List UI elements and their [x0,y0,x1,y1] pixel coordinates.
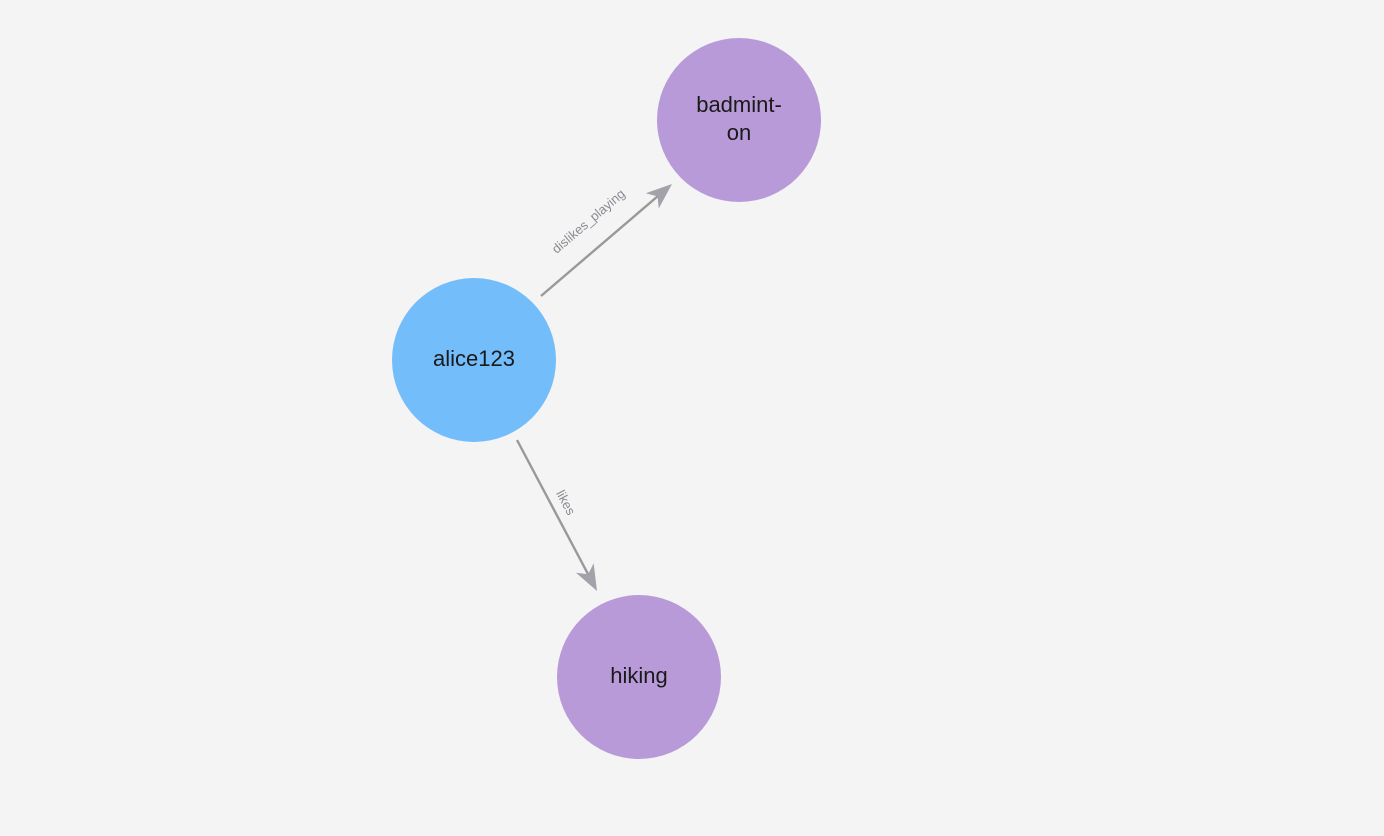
nodes-layer: alice123 badmint-on hiking [392,38,821,759]
edge-arrowhead-icon [645,184,672,209]
node-circle[interactable] [557,595,721,759]
graph-edge[interactable]: dislikes_playing [540,184,672,297]
edge-line [515,439,591,578]
edge-arrowhead-icon [575,563,597,591]
graph-node-badminton[interactable]: badmint-on [657,38,821,202]
edge-line [540,193,661,297]
edge-label: dislikes_playing [549,186,628,257]
graph-node-hiking[interactable]: hiking [557,595,721,759]
node-circle[interactable] [392,278,556,442]
node-circle[interactable] [657,38,821,202]
graph-edge[interactable]: likes [515,439,597,591]
graph-node-alice123[interactable]: alice123 [392,278,556,442]
